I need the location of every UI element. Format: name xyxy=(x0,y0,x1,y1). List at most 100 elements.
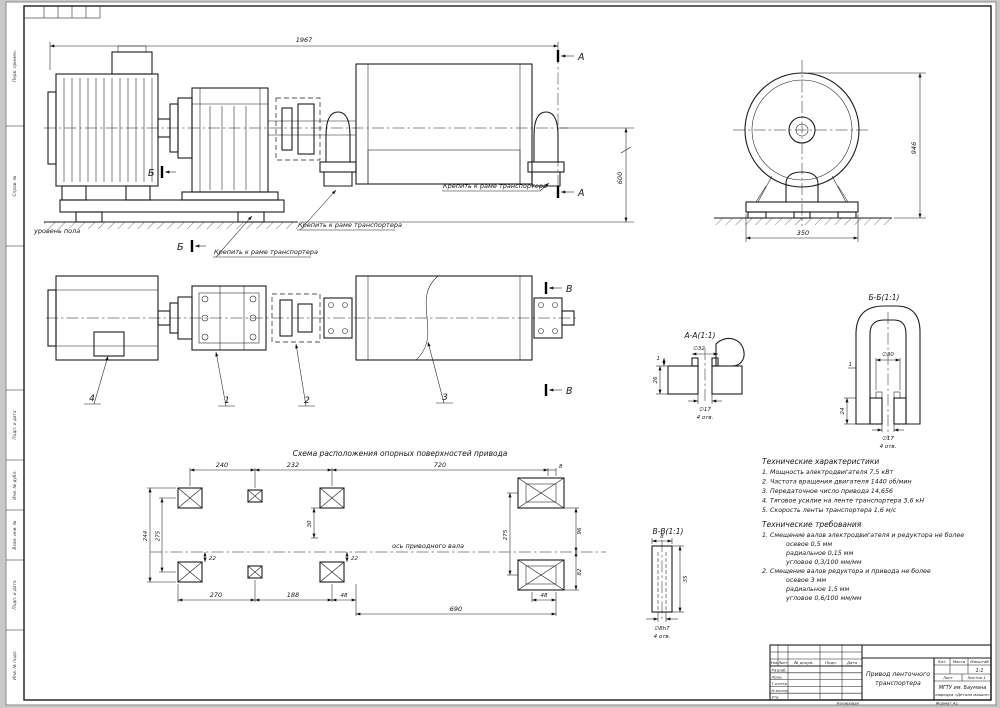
bb-gap1: 1 xyxy=(849,362,853,368)
aa-dia32: ∅32 xyxy=(693,346,705,352)
tb-doc-name-2: транспортера xyxy=(875,680,921,687)
drum-plan xyxy=(355,275,533,361)
margin-label-inv: Инв. № подл. xyxy=(12,650,18,680)
bb-h24: 24 xyxy=(840,407,846,414)
tech-chars-item: 2. Частота вращения двигателя 1440 об/ми… xyxy=(762,478,912,486)
scheme-title: Схема расположения опорных поверхностей … xyxy=(293,449,508,458)
dim-188: 188 xyxy=(287,591,299,599)
tech-chars-item: 5. Скорость ленты транспортера 1,6 м/с xyxy=(762,507,897,514)
aa-h26: 26 xyxy=(653,376,659,383)
tech-chars-item: 3. Передаточное число привода 14,656 xyxy=(762,488,893,495)
footer-copy: Копировал xyxy=(837,701,860,706)
dim-690: 690 xyxy=(450,605,462,613)
tech-reqs-line: угловое 0,6/100 мм/мм xyxy=(785,595,862,602)
dim-48-left: 48 xyxy=(341,593,348,599)
tb-org-line2: кафедра «Детали машин» xyxy=(935,692,990,697)
sheet-footer: Копировал Формат А1 xyxy=(837,701,958,706)
section-a-marks: А А xyxy=(556,50,585,199)
section-vv-title: В-В(1:1) xyxy=(653,527,684,536)
bb-dia30: ∅30 xyxy=(882,352,894,358)
bb-holes: 4 отв. xyxy=(880,444,897,450)
aa-dia17: ∅17 xyxy=(699,407,711,413)
vv-holes: 4 отв. xyxy=(654,634,671,640)
dim-8: 8 xyxy=(559,464,563,470)
section-bb: Б-Б(1:1) ∅30 1 24 ∅17 4 отв. xyxy=(840,293,921,450)
tb-org-line1: МГТУ им. Баумана xyxy=(939,685,987,691)
tb-header-list: Лист xyxy=(777,660,789,665)
vv-h35: 35 xyxy=(683,575,689,582)
dim-front-height: 946 xyxy=(808,72,926,219)
section-b-letter-bottom: Б xyxy=(177,242,184,253)
tech-chars-item: 4. Тяговое усилие на ленте транспортера … xyxy=(762,498,924,505)
scheme-right-dims: 275 96 82 xyxy=(503,492,583,591)
scheme-left-dims: 244 275 22 30 22 xyxy=(143,487,358,583)
bb-dia17: ∅17 xyxy=(882,436,894,442)
dim-275-right: 275 xyxy=(503,529,509,540)
drum-stand-front xyxy=(745,171,859,219)
balloon-motor: 4 xyxy=(84,355,109,405)
margin-label-podp2: Подп. и дата xyxy=(12,580,18,610)
bearing-left-plan xyxy=(323,297,353,339)
vv-w8: 8 xyxy=(660,534,664,540)
tech-reqs-line: угловое 0,3/100 мм/мм xyxy=(785,559,862,566)
vv-dia8: ∅8h7 xyxy=(654,626,670,632)
tech-characteristics: Технические характеристики 1. Мощность э… xyxy=(762,457,924,514)
dim-22-left: 22 xyxy=(209,556,216,562)
tb-role-nkontr: Н.контр. xyxy=(772,688,789,693)
dim-244: 244 xyxy=(143,530,149,541)
corner-table xyxy=(23,5,101,19)
dim-275-left: 275 xyxy=(156,530,162,541)
section-b-letter-top: Б xyxy=(148,168,155,179)
scheme: Схема расположения опорных поверхностей … xyxy=(143,449,606,616)
dim-30: 30 xyxy=(307,520,313,527)
margin-label-perv: Перв. примен. xyxy=(12,50,18,82)
tech-reqs-line: радиальное 0,15 мм xyxy=(785,550,854,557)
dim-270: 270 xyxy=(210,591,222,599)
balloon-coupling: 2 xyxy=(295,343,315,407)
section-aa-title: А-А(1:1) xyxy=(684,331,716,340)
drum-side xyxy=(355,63,533,185)
margin-label-sprav: Справ. № xyxy=(12,175,18,196)
tb-scale-label: Масштаб xyxy=(970,659,989,664)
section-bb-title: Б-Б(1:1) xyxy=(869,293,900,302)
tb-role-razrab: Разраб. xyxy=(772,668,787,673)
section-b-marks: Б Б xyxy=(148,166,206,253)
tech-requirements: Технические требования 1. Смещение валов… xyxy=(762,520,964,602)
scheme-axis-label: ось приводного вала xyxy=(392,542,464,550)
dim-22-mid: 22 xyxy=(351,556,358,562)
balloon-drum: 3 xyxy=(427,341,453,404)
output-coupling-plan xyxy=(271,293,321,343)
attach-right-text: Крепить к раме транспортера xyxy=(443,182,547,190)
tb-lit-label: Лит. xyxy=(937,659,947,664)
margin-label-dubl: Инв. № дубл. xyxy=(12,470,18,499)
section-v-marks: В В xyxy=(544,282,573,397)
section-a-letter-bottom: А xyxy=(577,188,585,199)
dim-720: 720 xyxy=(434,461,446,469)
tech-reqs-line: осевое 0,5 мм xyxy=(786,541,832,548)
attach-left-text: Крепить к раме транспортера xyxy=(214,248,318,256)
output-coupling-side xyxy=(268,97,356,161)
dim-82: 82 xyxy=(577,568,583,575)
sheet-frame xyxy=(5,1,997,706)
dim-front-base: 350 xyxy=(745,214,859,242)
tech-reqs-line: 1. Смещение валов электродвигателя и ред… xyxy=(762,531,964,539)
tech-chars-item: 1. Мощность электродвигателя 7,5 кВт xyxy=(762,469,894,476)
reducer-plan xyxy=(191,285,267,351)
aa-gap1: 1 xyxy=(657,356,661,362)
margin-label-vzam: Взам. инв. № xyxy=(12,520,18,550)
tb-mass-label: Масса xyxy=(953,659,966,664)
tech-reqs-line: радиальное 1,5 мм xyxy=(785,586,850,593)
dim-96: 96 xyxy=(577,527,583,534)
dim-946-text: 946 xyxy=(910,142,918,154)
scheme-top-dims: 240 232 720 8 xyxy=(189,461,563,488)
tech-reqs-title: Технические требования xyxy=(762,520,862,529)
tb-header-doc: № докум. xyxy=(793,660,813,665)
dim-total-length: 1967 xyxy=(49,36,559,70)
bearing-right-plan xyxy=(533,297,575,339)
tb-doc-name-1: Привод ленточного xyxy=(866,671,930,678)
attach-mid-text: Крепить к раме транспортера xyxy=(298,221,402,229)
balloon-4: 4 xyxy=(89,394,95,404)
attach-label-right: Крепить к раме транспортера xyxy=(442,182,550,192)
